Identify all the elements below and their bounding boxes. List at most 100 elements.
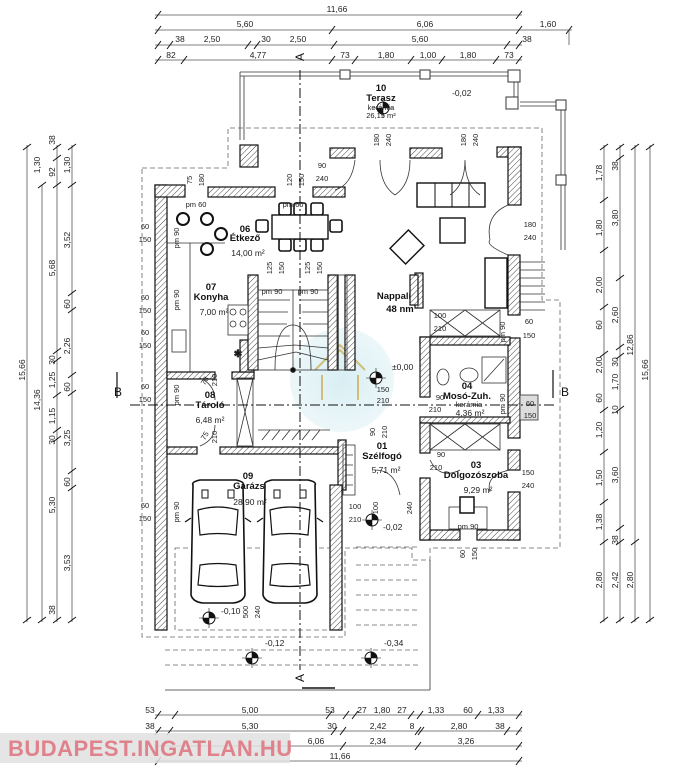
room-area: 28,90 m² [233,497,267,507]
opening-dim: 60 [526,399,534,408]
dim-label: 5,30 [47,496,57,513]
opening-dim: 150 [139,306,152,315]
opening-dim: 150 [315,262,324,275]
section-lines [116,70,555,689]
opening-dim: 75 [185,176,194,184]
dim-label: 1,80 [374,705,391,715]
watermark-banner: BUDAPEST.INGATLAN.HU [0,733,293,763]
room-area: 48 nm [386,304,413,315]
dim-label: 38 [610,161,620,171]
room-number: 08 [205,390,216,401]
dim-label: 3,52 [62,231,72,248]
dim-label: 73 [504,50,514,60]
opening-dim: 210 [434,324,447,333]
level-garage: -0,10 [221,606,241,616]
opening-dim: 150 [139,235,152,244]
dim-label: 6,06 [308,736,325,746]
room-number: 10 [376,83,387,94]
opening-dim: 150 [522,468,535,477]
opening-dim: 90 [368,428,377,436]
dim-label: 6,06 [417,19,434,29]
room-name: Nappali [377,291,411,302]
dimension-chain-top: 11,66 5,60 6,06 1,60 38 2,50 30 2,50 5,6… [154,4,573,65]
dim-label: 1,50 [594,469,604,486]
dim-label: 14,36 [32,389,42,411]
level-entrance: -0,02 [383,522,403,532]
window-label: pm 90 [172,385,181,406]
opening-dim: 100 [349,502,362,511]
dim-total-height-right: 15,66 [640,359,650,381]
watermark-logo-glow [290,328,394,432]
dim-label: 60 [62,477,72,487]
section-marker-b-right: B [561,385,569,399]
dim-label: 38 [47,135,57,145]
section-marker-a-bottom: A [293,674,307,682]
opening-dim: 180 [197,174,206,187]
room-number: 04 [462,381,473,392]
room-area: 9,29 m² [464,485,493,495]
dim-label: 1,33 [488,705,505,715]
dim-label: 1,80 [594,219,604,236]
opening-dim: 210 [430,463,443,472]
opening-dim: 240 [522,481,535,490]
opening-dim: 240 [524,233,537,242]
dim-label: 2,42 [370,721,387,731]
dim-label: 2,80 [625,571,635,588]
room-number: 09 [243,471,254,482]
window-label: pm 90 [458,522,479,531]
opening-dim: 240 [253,606,262,619]
opening-dim: 78 [199,375,211,387]
room-etkezo: 06 Étkező 14,00 m² [230,224,265,258]
window-label: pm 90 [172,502,181,523]
opening-dim: 125 [303,262,312,275]
room-area: 5,71 m² [372,465,401,475]
dimension-chain-left: 15,66 1,30 14,36 38 92 5,68 30 1,25 1,15… [17,135,77,624]
watermark-text: BUDAPEST.INGATLAN.HU [8,736,293,761]
dim-label: 30 [47,435,57,445]
opening-dim: 210 [210,431,219,444]
dim-label: 1,00 [420,50,437,60]
room-moso-zuh: 04 Mosó-Zuh. kerámia 4,36 m² [443,381,491,418]
room-name: Étkező [230,233,261,244]
window-label: pm 90 [262,287,283,296]
kitchen-counter: ✱ [167,242,249,372]
opening-dim: 210 [377,396,390,405]
dim-label: 82 [166,50,176,60]
dim-label: 2,00 [594,276,604,293]
opening-dim: 210 [210,374,219,387]
room-area: 6,48 m² [196,415,225,425]
room-area: 14,00 m² [231,248,265,258]
dim-label: 12,86 [625,334,635,356]
dim-label: 38 [610,535,620,545]
office-desk [448,496,488,530]
dim-label: 1,78 [594,164,604,181]
dim-label: 1,30 [32,156,42,173]
dim-label: 2,26 [62,337,72,354]
room-number: 07 [206,282,217,293]
room-name: Tároló [195,400,224,411]
dim-label: 1,30 [62,156,72,173]
room-name: Dolgozószoba [444,470,509,481]
room-number: 01 [377,441,388,452]
opening-dim: 90 [436,393,444,402]
dim-total-width: 11,66 [327,4,348,14]
dim-label: 2,00 [594,356,604,373]
window-label: pm 90 [298,287,319,296]
dim-label: 2,80 [594,571,604,588]
dim-label: 30 [610,357,620,367]
dim-label: 3,25 [62,429,72,446]
room-name: Terasz [366,93,396,104]
dim-label: 38 [175,34,185,44]
dim-label: 3,53 [62,554,72,571]
opening-dim: 240 [471,134,480,147]
room-floor: kerámia [368,103,396,112]
opening-dim: 210 [349,515,362,524]
room-tarolo: 08 Tároló 6,48 m² [195,390,224,425]
dim-label: 1,70 [610,373,620,390]
room-name: Szélfogó [362,451,402,462]
window-label: pm 90 [498,322,507,343]
opening-dim: 60 [458,550,467,558]
dim-label: 27 [397,705,407,715]
window-label: pm 60 [186,200,207,209]
